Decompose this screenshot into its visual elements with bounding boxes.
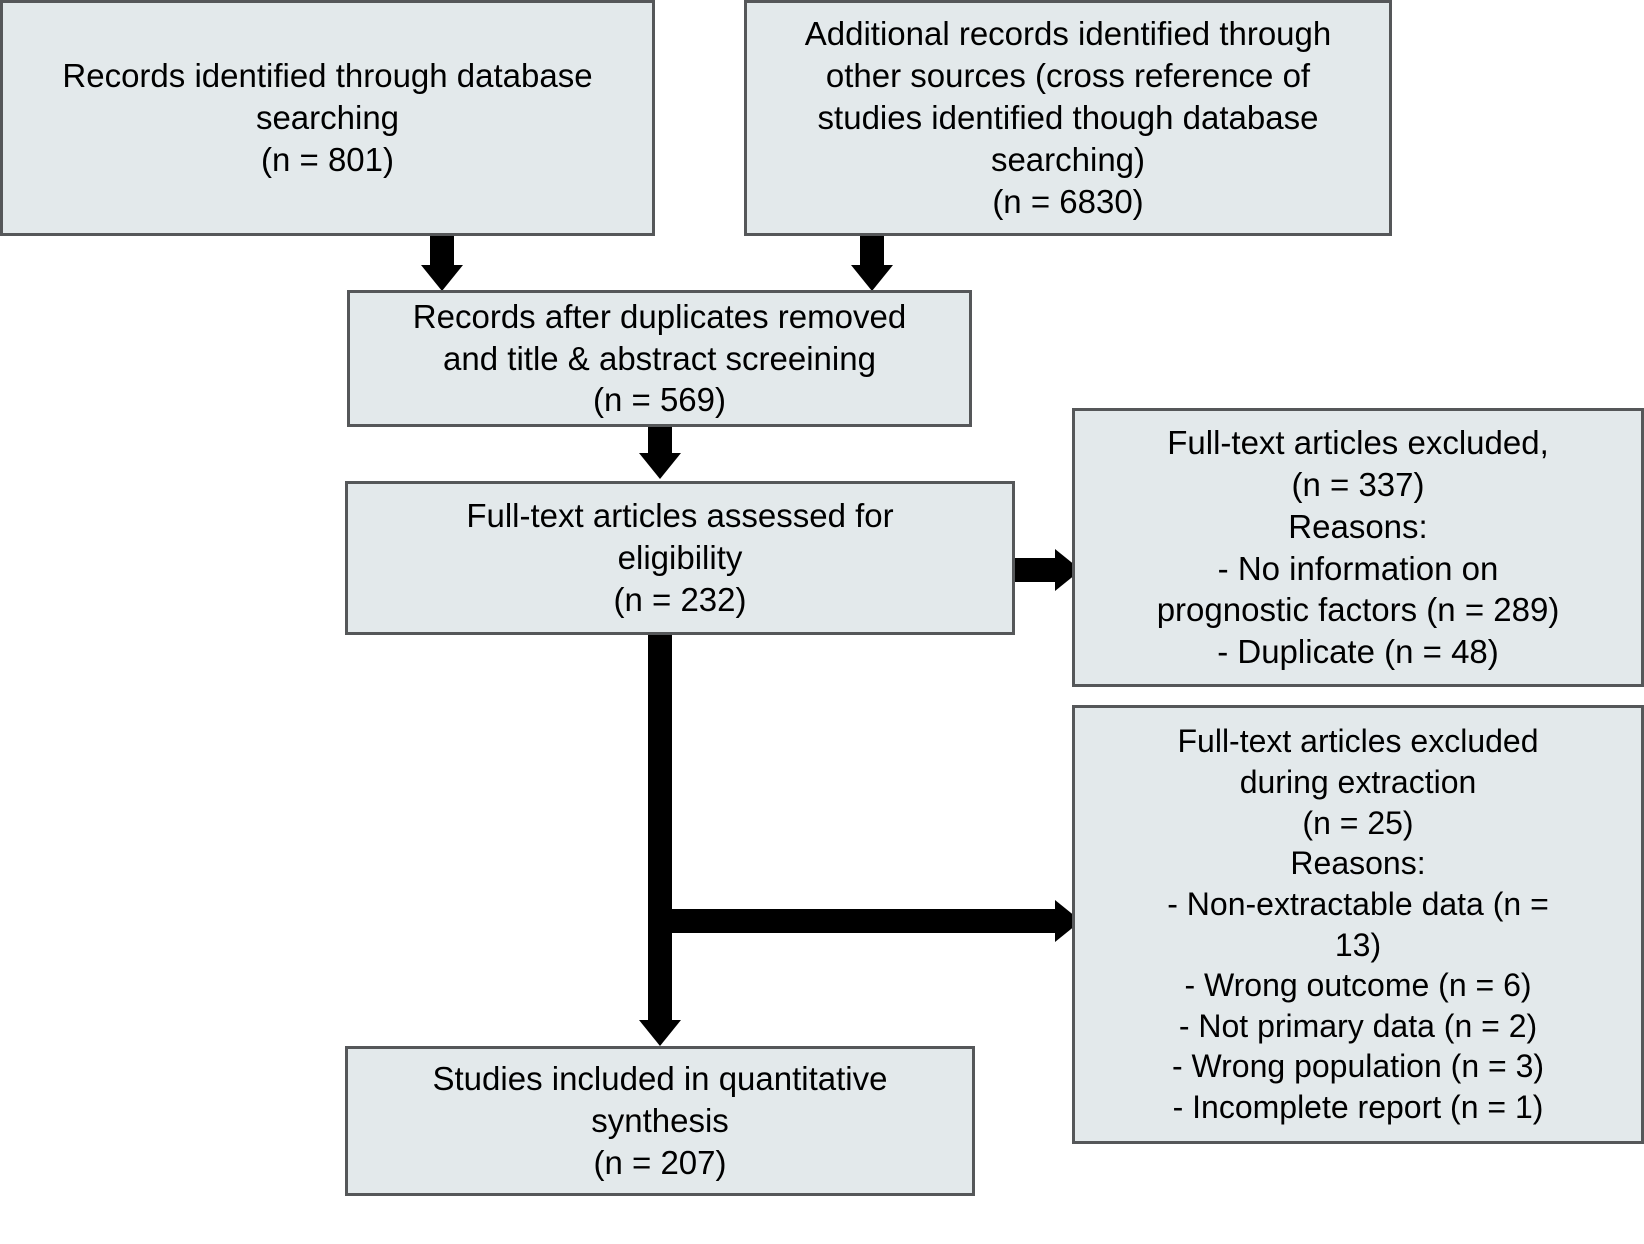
arrow-extraction-branch-shaft bbox=[660, 909, 1063, 933]
box-studies-included-quantitative-synthesis: Studies included in quantitative synthes… bbox=[345, 1046, 975, 1196]
box-additional-records-other-sources-label: Additional records identified through ot… bbox=[804, 15, 1332, 220]
box-additional-records-other-sources: Additional records identified through ot… bbox=[744, 0, 1392, 236]
arrow-eligibility-to-included-shaft bbox=[648, 635, 672, 1030]
box-fulltext-assessed-eligibility: Full-text articles assessed for eligibil… bbox=[345, 481, 1015, 635]
arrow-other-sources-to-screening-head bbox=[851, 265, 893, 291]
box-fulltext-excluded-during-extraction: Full-text articles excluded during extra… bbox=[1072, 705, 1644, 1144]
box-records-identified-database: Records identified through database sear… bbox=[0, 0, 655, 236]
box-records-identified-database-label: Records identified through database sear… bbox=[62, 57, 593, 178]
box-records-after-duplicates-label: Records after duplicates removed and tit… bbox=[412, 297, 907, 419]
box-records-after-duplicates: Records after duplicates removed and tit… bbox=[347, 290, 972, 427]
box-fulltext-articles-excluded: Full-text articles excluded, (n = 337) R… bbox=[1072, 408, 1644, 687]
arrow-screening-to-eligibility-head bbox=[639, 453, 681, 479]
box-fulltext-articles-excluded-label: Full-text articles excluded, (n = 337) R… bbox=[1156, 423, 1560, 671]
arrow-eligibility-to-included-head bbox=[639, 1020, 681, 1046]
arrow-database-to-screening-head bbox=[421, 265, 463, 291]
box-fulltext-excluded-during-extraction-label: Full-text articles excluded during extra… bbox=[1167, 723, 1549, 1125]
box-studies-included-quantitative-synthesis-label: Studies included in quantitative synthes… bbox=[432, 1060, 888, 1181]
box-fulltext-assessed-eligibility-label: Full-text articles assessed for eligibil… bbox=[466, 497, 894, 618]
